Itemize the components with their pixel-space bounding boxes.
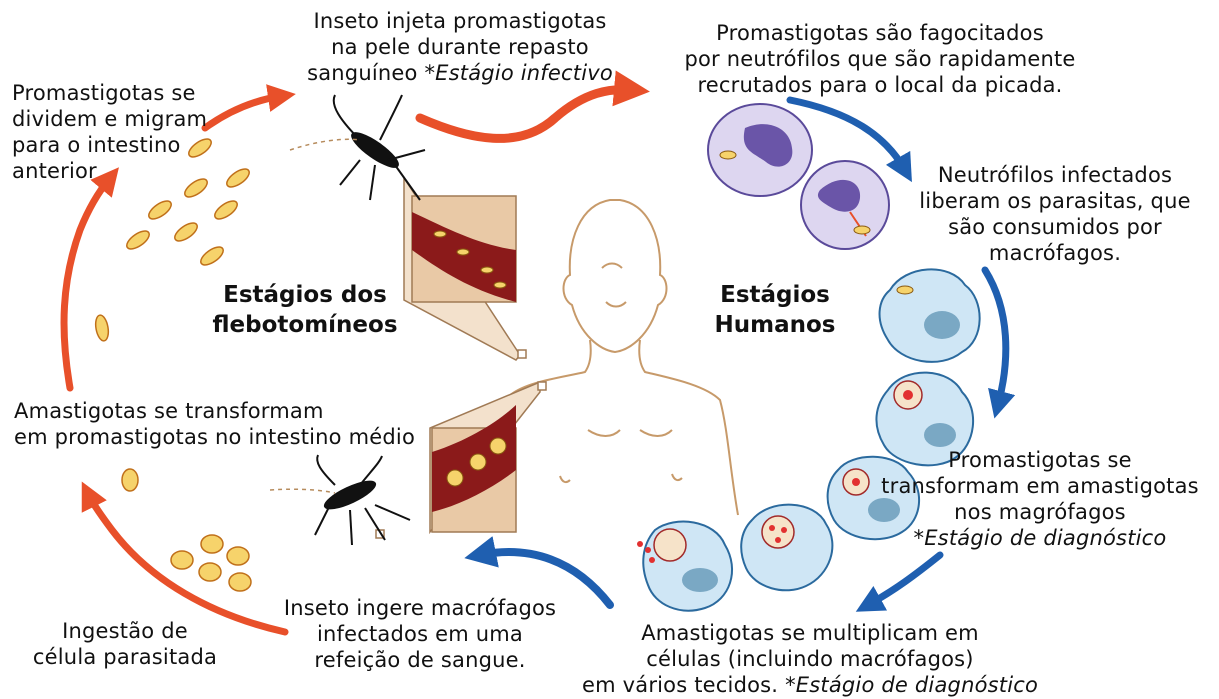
label-transform-amastigote: Promastigotas se transformam em amastigo…: [875, 447, 1205, 551]
label-line: em vários tecidos. *Estágio de diagnósti…: [570, 672, 1050, 698]
label-line: na pele durante repasto: [270, 34, 650, 60]
label-line: células (incluindo macrófagos): [570, 646, 1050, 672]
human-figure-icon: [495, 200, 738, 515]
label-inject: Inseto injeta promastigotas na pele dura…: [270, 8, 650, 86]
sandfly-icon: [334, 95, 425, 200]
neutrophil-cell: [801, 161, 889, 249]
label-transform-promastigote: Amastigotas se transformam em promastigo…: [14, 398, 454, 450]
label-line: Inseto injeta promastigotas: [270, 8, 650, 34]
macrophage-cell: [880, 269, 980, 362]
label-line: Promastigotas se: [12, 80, 222, 106]
wing-line-decoration: [290, 139, 360, 150]
title-line: flebotomíneos: [195, 310, 415, 340]
sandfly-icon: [315, 455, 410, 545]
label-line: Ingestão de: [10, 618, 240, 644]
label-line: anterior: [12, 158, 222, 184]
label-neutrophil-release: Neutrófilos infectados liberam os parasi…: [905, 162, 1205, 266]
label-line: recrutados para o local da picada.: [655, 72, 1105, 98]
label-line: sanguíneo *Estágio infectivo: [270, 60, 650, 86]
sandfly-stages-title: Estágios dos flebotomíneos: [195, 280, 415, 340]
label-text: sanguíneo: [307, 61, 417, 85]
wing-line-decoration: [270, 489, 335, 493]
label-line: são consumidos por: [905, 214, 1205, 240]
macrophage-cell: [637, 522, 732, 611]
label-line: transformam em amastigotas: [875, 473, 1205, 499]
label-line: Inseto ingere macrófagos: [270, 595, 570, 621]
label-line: dividem e migram: [12, 106, 222, 132]
arrow-transform: [868, 555, 940, 605]
macrophage-cell: [741, 505, 832, 591]
label-line: Amastigotas se transformam: [14, 398, 454, 424]
human-stages-title: Estágios Humanos: [705, 280, 845, 340]
label-line: Promastigotas são fagocitados: [655, 20, 1105, 46]
arrow-release: [985, 270, 1006, 405]
label-line: liberam os parasitas, que: [905, 188, 1205, 214]
diagnostic-stage-note: *Estágio de diagnóstico: [875, 525, 1205, 551]
amastigote-group: [122, 469, 251, 591]
label-line: por neutrófilos que são rapidamente: [655, 46, 1105, 72]
label-ingest-cell: Ingestão de célula parasitada: [10, 618, 240, 670]
title-line: Humanos: [705, 310, 845, 340]
label-multiply: Amastigotas se multiplicam em células (i…: [570, 620, 1050, 698]
infective-stage-note: *Estágio infectivo: [424, 61, 612, 85]
label-line: Neutrófilos infectados: [905, 162, 1205, 188]
label-line: Amastigotas se multiplicam em: [570, 620, 1050, 646]
title-line: Estágios: [705, 280, 845, 310]
label-line: Promastigotas se: [875, 447, 1205, 473]
arrow-left-up: [64, 178, 110, 388]
arrow-inject: [420, 90, 632, 139]
label-line: para o intestino: [12, 132, 222, 158]
label-ingest: Inseto ingere macrófagos infectados em u…: [270, 595, 570, 673]
label-text: em vários tecidos.: [582, 673, 778, 697]
label-line: refeição de sangue.: [270, 647, 570, 673]
neutrophil-cell: [708, 104, 812, 196]
label-line: célula parasitada: [10, 644, 240, 670]
label-phagocyte: Promastigotas são fagocitados por neutró…: [655, 20, 1105, 98]
label-line: em promastigotas no intestino médio: [14, 424, 454, 450]
diagnostic-stage-note: *Estágio de diagnóstico: [785, 673, 1038, 697]
title-line: Estágios dos: [195, 280, 415, 310]
label-line: macrófagos.: [905, 240, 1205, 266]
skin-insert-top: [404, 178, 526, 360]
label-line: infectados em uma: [270, 621, 570, 647]
label-line: nos magrófagos: [875, 499, 1205, 525]
label-divide: Promastigotas se dividem e migram para o…: [12, 80, 222, 184]
